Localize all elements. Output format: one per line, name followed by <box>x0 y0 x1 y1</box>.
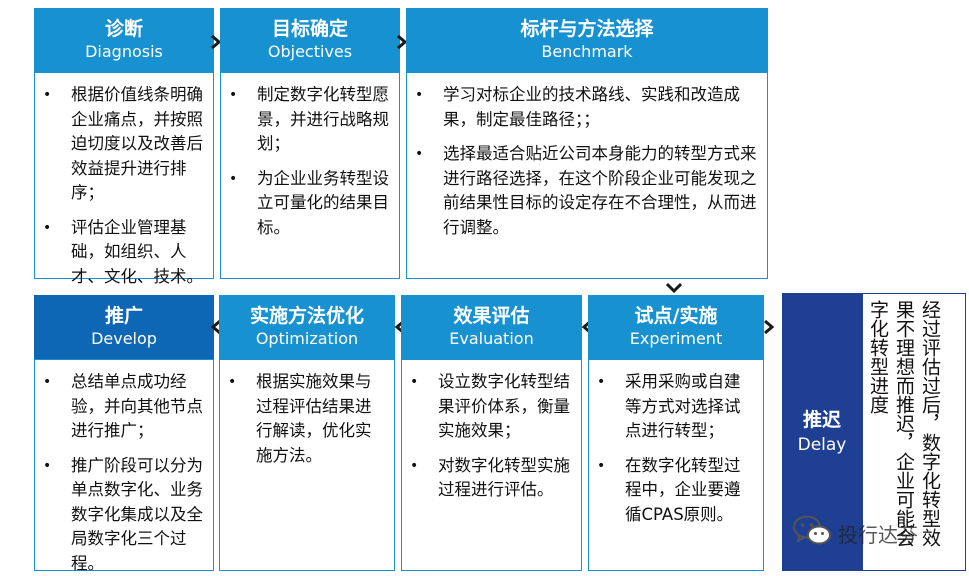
stage-title-cn: 诊断 <box>104 18 143 40</box>
stage-body-delay: 经过评估过后，数字化转型效果不理想而推迟，企业可能会字化转型进度 <box>862 293 966 571</box>
stage-title-en: Delay <box>797 435 847 455</box>
delay-description: 经过评估过后，数字化转型效果不理想而推迟，企业可能会字化转型进度 <box>867 300 941 547</box>
stage-title-cn: 目标确定 <box>271 18 348 40</box>
stage-header-benchmark: 标杆与方法选择 Benchmark <box>406 8 768 72</box>
chevron-down-icon <box>666 280 682 296</box>
stage-body-develop: 总结单点成功经验，并向其他节点进行推广； 推广阶段可以分为单点数字化、业务数字化… <box>34 359 214 573</box>
stage-title-cn: 试点/实施 <box>634 305 718 327</box>
bullet-item: 推广阶段可以分为单点数字化、业务数字化集成以及全局数字化三个过程。 <box>41 454 205 576</box>
chevron-left-icon <box>208 319 224 335</box>
bullet-item: 在数字化转型过程中，企业要遵循CPAS原则。 <box>595 454 755 528</box>
stage-title-en: Develop <box>91 329 157 348</box>
stage-title-cn: 推广 <box>104 305 143 327</box>
stage-header-objectives: 目标确定 Objectives <box>220 8 400 72</box>
watermark-label: 投行达芬 <box>838 522 918 547</box>
stage-title-en: Benchmark <box>541 42 633 61</box>
stage-body-objectives: 制定数字化转型愿景，并进行战略规划； 为企业业务转型设立可量化的结果目标。 <box>220 72 400 279</box>
bullet-item: 采用采购或自建等方式对选择试点进行转型； <box>595 370 755 444</box>
bullet-item: 设立数字化转型结果评价体系，衡量实施效果； <box>408 370 573 444</box>
stage-header-evaluation: 效果评估 Evaluation <box>401 295 582 359</box>
stage-title-cn: 效果评估 <box>453 305 530 327</box>
stage-title-cn: 标杆与方法选择 <box>520 18 654 40</box>
chevron-right-icon <box>208 34 224 50</box>
stage-title-en: Evaluation <box>449 329 534 348</box>
stage-title-en: Experiment <box>629 329 723 348</box>
bullet-item: 选择最适合贴近公司本身能力的转型方式来进行路径选择，在这个阶段企业可能发现之前结… <box>413 142 759 240</box>
stage-header-optimization: 实施方法优化 Optimization <box>219 295 395 359</box>
stage-header-diagnosis: 诊断 Diagnosis <box>34 8 214 72</box>
stage-body-diagnosis: 根据价值线条明确企业痛点，并按照迫切度以及改善后效益提升进行排序； 评估企业管理… <box>34 72 214 286</box>
stage-body-experiment: 采用采购或自建等方式对选择试点进行转型； 在数字化转型过程中，企业要遵循CPAS… <box>588 359 764 571</box>
chevron-right-icon <box>761 319 777 335</box>
wechat-icon <box>792 514 832 552</box>
stage-body-benchmark: 学习对标企业的技术路线、实践和改造成果，制定最佳路径；； 选择最适合贴近公司本身… <box>406 72 768 279</box>
chevron-right-icon <box>394 34 410 50</box>
bullet-item: 对数字化转型实施过程进行评估。 <box>408 454 573 503</box>
watermark: 投行达芬 <box>792 513 952 553</box>
bullet-item: 根据价值线条明确企业痛点，并按照迫切度以及改善后效益提升进行排序； <box>41 83 205 206</box>
stage-title-en: Objectives <box>267 42 353 61</box>
bullet-item: 评估企业管理基础，如组织、人才、文化、技术。 <box>41 216 205 290</box>
stage-title-en: Optimization <box>255 329 359 348</box>
bullet-item: 制定数字化转型愿景，并进行战略规划； <box>227 83 391 157</box>
bullet-item: 总结单点成功经验，并向其他节点进行推广； <box>41 370 205 444</box>
stage-body-evaluation: 设立数字化转型结果评价体系，衡量实施效果； 对数字化转型实施过程进行评估。 <box>401 359 582 571</box>
stage-header-develop: 推广 Develop <box>34 295 214 359</box>
bullet-item: 根据实施效果与过程评估结果进行解读，优化实施方法。 <box>226 370 386 468</box>
stage-title-en: Diagnosis <box>85 42 163 61</box>
bullet-item: 为企业业务转型设立可量化的结果目标。 <box>227 167 391 241</box>
stage-body-optimization: 根据实施效果与过程评估结果进行解读，优化实施方法。 <box>219 359 395 571</box>
stage-title-cn: 推迟 <box>802 409 841 431</box>
bullet-item: 学习对标企业的技术路线、实践和改造成果，制定最佳路径；； <box>413 83 759 132</box>
stage-title-cn: 实施方法优化 <box>249 305 364 327</box>
stage-header-experiment: 试点/实施 Experiment <box>588 295 764 359</box>
